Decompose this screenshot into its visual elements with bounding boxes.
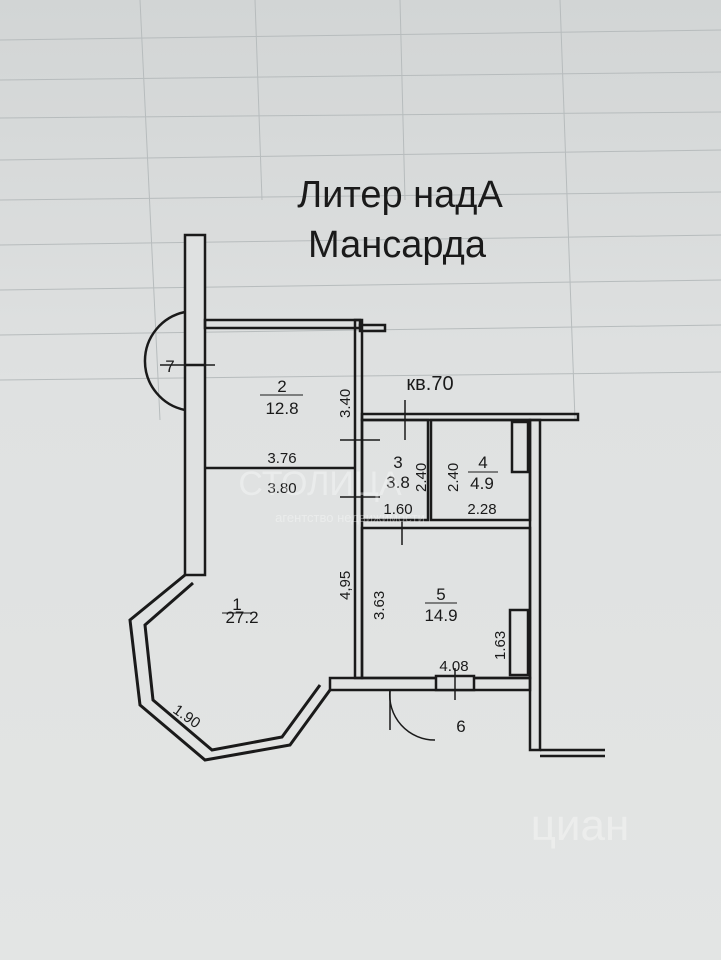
dim-2-28: 2.28 bbox=[467, 501, 496, 518]
room-1-number: 1 bbox=[232, 595, 241, 614]
dim-3-63: 3.63 bbox=[371, 591, 388, 620]
dim-2-40-a: 2.40 bbox=[413, 463, 430, 492]
dim-3-40: 3.40 bbox=[337, 389, 354, 418]
room-1-area: 27.2 bbox=[225, 608, 258, 627]
room-3-area: 3.8 bbox=[386, 473, 410, 492]
dim-3-76: 3.76 bbox=[267, 450, 296, 467]
dim-2-40-b: 2.40 bbox=[445, 463, 462, 492]
agency-watermark: СТОЛИЦА bbox=[238, 465, 402, 503]
dim-3-80: 3.80 bbox=[267, 480, 296, 497]
room-7-number: 7 bbox=[165, 357, 174, 376]
room-2-area: 12.8 bbox=[265, 399, 298, 418]
room-2-number: 2 bbox=[277, 377, 286, 396]
dim-4-08: 4.08 bbox=[439, 658, 468, 675]
dim-1-60: 1.60 bbox=[383, 501, 412, 518]
room-labels: 1 27.2 2 12.8 3 3.8 4 4.9 5 14.9 6 7 кв.… bbox=[165, 357, 498, 736]
room-5-number: 5 bbox=[436, 585, 445, 604]
room-4-area: 4.9 bbox=[470, 474, 494, 493]
agency-watermark-sub: агентство недвижимости bbox=[275, 510, 425, 525]
apartment-label: кв.70 bbox=[406, 373, 453, 395]
title-line-2: Мансарда bbox=[308, 224, 487, 266]
room-4-number: 4 bbox=[478, 453, 487, 472]
room-3-number: 3 bbox=[393, 453, 402, 472]
dim-4-95: 4,95 bbox=[337, 571, 354, 600]
title-line-1: Литер надА bbox=[297, 174, 503, 216]
room-5-area: 14.9 bbox=[424, 606, 457, 625]
background-table-grid bbox=[0, 0, 721, 421]
watermarks: СТОЛИЦА агентство недвижимости циан bbox=[238, 465, 629, 850]
walls bbox=[128, 233, 605, 762]
room-6-number: 6 bbox=[456, 717, 465, 736]
cian-watermark: циан bbox=[531, 801, 630, 850]
dim-1-63: 1.63 bbox=[492, 631, 509, 660]
